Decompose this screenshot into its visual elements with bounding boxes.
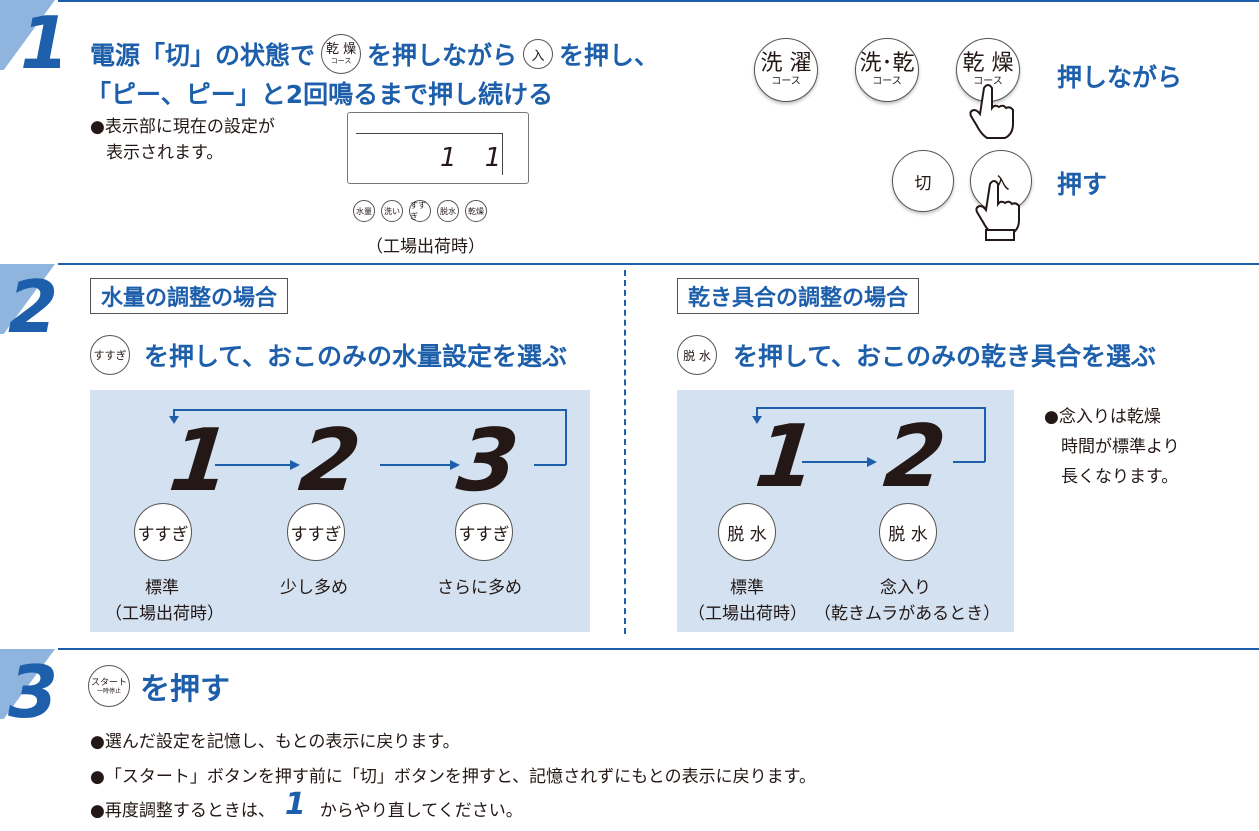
step1-number: 1 xyxy=(20,1,60,70)
on-inline-label: 入 xyxy=(531,48,545,64)
pointing-hand-icon xyxy=(969,84,1014,139)
dry-course-inline-button: 乾 燥 コース xyxy=(321,34,362,74)
water-level-standard-label: 標準 xyxy=(145,578,179,598)
dryness-adjust-label: 乾き具合の調整の場合 xyxy=(677,278,920,314)
step3-title-row: スタート 一時停止 を押す xyxy=(88,664,230,708)
water-level-small-button: 水量 xyxy=(353,200,375,222)
dry-course-main: 乾 燥 xyxy=(962,51,1014,76)
step-ref-number: 1 xyxy=(284,786,306,822)
water-instruction: すすぎ を押して、おこのみの水量設定を選ぶ xyxy=(90,335,567,375)
water-level-digit-3: 3 xyxy=(452,411,524,511)
spin-inline-label: 脱 水 xyxy=(683,348,711,363)
off-button: 切 xyxy=(892,150,954,212)
step2-number: 2 xyxy=(8,265,58,334)
start-pause-main: スタート xyxy=(90,677,127,688)
display-buttons-row: 水量 洗い すすぎ 脱水 乾燥 xyxy=(353,200,493,222)
on-inline-button: 入 xyxy=(523,39,554,69)
wash-course-sub: コース xyxy=(771,76,801,87)
step3-note3: ●再度調整するときは、 1 からやり直してください。 xyxy=(90,789,523,821)
dryness-standard-sub: （工場出荷時） xyxy=(688,604,807,624)
wash-small-button: 洗い xyxy=(381,200,403,222)
step3-note1: ●選んだ設定を記憶し、もとの表示に戻ります。 xyxy=(90,732,460,752)
spin-button-standard-label: 脱 水 xyxy=(727,524,767,545)
dryness-instruction: 脱 水 を押して、おこのみの乾き具合を選ぶ xyxy=(677,335,1156,375)
water-adjust-label: 水量の調整の場合 xyxy=(90,278,289,314)
rinse-button-more-label: すすぎ xyxy=(458,524,510,545)
step1-factory-label: （工場出荷時） xyxy=(366,237,485,257)
dryness-instruction-text: を押して、おこのみの乾き具合を選ぶ xyxy=(733,342,1157,371)
rinse-button-slightly-more: すすぎ xyxy=(287,503,345,561)
rinse-button-slightly-more-label: すすぎ xyxy=(290,524,342,545)
dryness-note-line2: 時間が標準より xyxy=(1061,437,1180,457)
step3-note2: ●「スタート」ボタンを押す前に「切」ボタンを押すと、記憶されずにもとの表示に戻り… xyxy=(90,767,816,787)
wash-dry-course-main: 洗･乾 xyxy=(859,51,915,76)
dryness-note-line3: 長くなります。 xyxy=(1061,467,1179,487)
display-indicator-line xyxy=(356,133,502,134)
rinse-button-standard: すすぎ xyxy=(134,503,192,561)
spin-button-thorough-label: 脱 水 xyxy=(888,524,928,545)
step3-note3-a: ●再度調整するときは、 xyxy=(90,801,275,821)
step3-title: を押す xyxy=(140,672,230,707)
spin-button-standard: 脱 水 xyxy=(718,503,776,561)
dryness-level-digit-1: 1 xyxy=(750,407,822,507)
rinse-inline-label: すすぎ xyxy=(93,349,127,362)
step3-number-badge: 3 xyxy=(0,649,58,719)
step2-divider xyxy=(624,270,626,634)
step2-top-rule xyxy=(58,263,1259,265)
display-panel: 1 1 xyxy=(347,112,529,184)
step3-number: 3 xyxy=(8,650,58,719)
dryness-note-line1: ●念入りは乾燥 xyxy=(1044,407,1161,427)
rinse-button-more: すすぎ xyxy=(455,503,513,561)
press-label: 押す xyxy=(1057,170,1108,199)
step1-title-b: を押しながら xyxy=(367,41,518,70)
off-button-label: 切 xyxy=(914,173,932,194)
water-level-slightly-more-label: 少し多め xyxy=(280,578,348,598)
step3-note3-b: からやり直してください。 xyxy=(319,801,523,821)
start-pause-sub: 一時停止 xyxy=(96,687,121,695)
start-pause-inline-button: スタート 一時停止 xyxy=(88,665,130,707)
wash-course-main: 洗 濯 xyxy=(760,51,812,76)
step3-top-rule xyxy=(58,648,1259,650)
hold-label: 押しながら xyxy=(1057,63,1183,92)
step1-title-c: を押し、 xyxy=(559,41,660,70)
spin-inline-button: 脱 水 xyxy=(677,335,717,375)
wash-course-button: 洗 濯 コース xyxy=(754,38,818,102)
dry-course-sub: コース xyxy=(973,76,1003,87)
step1-title-line2: 「ピー、ピー」と2回鳴るまで押し続ける xyxy=(86,80,554,109)
rinse-inline-button: すすぎ xyxy=(90,335,130,375)
step1-top-rule xyxy=(58,0,1259,2)
water-instruction-text: を押して、おこのみの水量設定を選ぶ xyxy=(144,342,568,371)
step1-title-line1: 電源「切」の状態で 乾 燥 コース を押しながら 入 を押し、 xyxy=(90,34,659,74)
rinse-button-standard-label: すすぎ xyxy=(137,524,189,545)
water-cycle-arrows xyxy=(169,409,567,470)
water-level-digit-1: 1 xyxy=(164,411,236,511)
step1-note-line2: 表示されます。 xyxy=(106,143,224,163)
wash-dry-course-button: 洗･乾 コース xyxy=(855,38,919,102)
dry-inline-main: 乾 燥 xyxy=(325,42,357,57)
display-value: 1 1 xyxy=(440,143,512,173)
pointing-hand-icon xyxy=(975,180,1020,241)
display-indicator-tick xyxy=(502,133,503,175)
step1-title-a: 電源「切」の状態で xyxy=(90,41,316,70)
step2-number-badge: 2 xyxy=(0,264,58,334)
wash-dry-course-sub: コース xyxy=(872,76,902,87)
spin-button-thorough: 脱 水 xyxy=(879,503,937,561)
dryness-thorough-sub: （乾きムラがあるとき） xyxy=(814,604,1001,624)
water-level-standard-sub: （工場出荷時） xyxy=(105,604,224,624)
water-level-digit-2: 2 xyxy=(294,411,366,511)
dryness-standard-label: 標準 xyxy=(730,578,764,598)
step1-number-badge: 1 xyxy=(0,0,60,70)
rinse-small-button: すすぎ xyxy=(409,200,431,222)
spin-small-button: 脱水 xyxy=(437,200,459,222)
dry-inline-sub: コース xyxy=(330,57,352,65)
dryness-cycle-arrows xyxy=(752,407,986,467)
water-level-more-label: さらに多め xyxy=(437,578,522,598)
dry-small-button: 乾燥 xyxy=(465,200,487,222)
dryness-thorough-label: 念入り xyxy=(880,578,931,598)
dryness-level-digit-2: 2 xyxy=(879,407,951,507)
step1-note-line1: ●表示部に現在の設定が xyxy=(90,117,275,137)
